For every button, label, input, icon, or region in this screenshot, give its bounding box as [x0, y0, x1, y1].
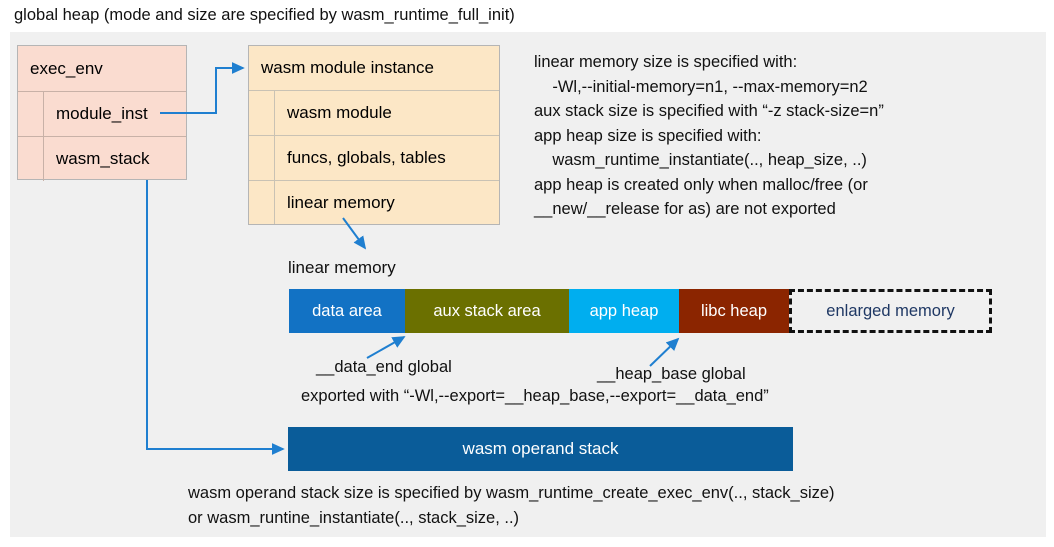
funcs-globals-tables-label: funcs, globals, tables [287, 148, 446, 167]
module-instance-gutter [249, 91, 275, 135]
module-instance-gutter [249, 136, 275, 180]
wasm-module-instance-box: wasm module instance wasm module funcs, … [248, 45, 500, 225]
memory-segment-enlarged-memory: enlarged memory [789, 289, 992, 333]
exec-env-field-module-inst: module_inst [18, 92, 186, 137]
module-instance-field-wasm-module: wasm module [249, 91, 499, 136]
linear-memory-label: linear memory [288, 258, 396, 277]
bottom-note-text: wasm operand stack size is specified by … [188, 484, 835, 527]
wasm-module-label: wasm module [287, 103, 392, 122]
wasm-operand-stack-label: wasm operand stack [462, 439, 619, 458]
module-instance-field-linear-memory: linear memory [249, 181, 499, 224]
module-instance-field-funcs-globals-tables: funcs, globals, tables [249, 136, 499, 181]
memory-segment-label: enlarged memory [826, 301, 955, 320]
exec-env-gutter [18, 137, 44, 181]
module-instance-title: wasm module instance [261, 58, 434, 77]
wasm-stack-label: wasm_stack [56, 149, 150, 168]
notes-text: linear memory size is specified with: -W… [534, 53, 884, 218]
linear-memory-field-label: linear memory [287, 192, 395, 212]
module-instance-gutter [249, 181, 275, 224]
memory-segment-label: libc heap [700, 301, 768, 320]
annotation-heap-base: __heap_base global [597, 365, 746, 383]
memory-segment-data-area: data area [289, 289, 405, 333]
module-inst-label: module_inst [56, 104, 148, 123]
memory-segment-aux-stack-area: aux stack area [405, 289, 569, 333]
exec-env-title: exec_env [30, 58, 103, 78]
memory-segment-app-heap: app heap [569, 289, 679, 333]
memory-segment-label: aux stack area [433, 301, 541, 320]
wasm-operand-stack-bar: wasm operand stack [288, 427, 793, 471]
page-title: global heap (mode and size are specified… [14, 6, 515, 24]
linear-memory-bar: data area aux stack area app heap libc heap… [289, 289, 992, 333]
memory-segment-libc-heap: libc heap [679, 289, 789, 333]
exec-env-box: exec_env module_inst wasm_stack [17, 45, 187, 181]
annotation-exported-with: exported with “-Wl,--export=__heap_base,… [301, 387, 769, 405]
exec-env-field-wasm-stack: wasm_stack [18, 137, 186, 181]
annotation-data-end: __data_end global [316, 358, 452, 376]
exec-env-gutter [18, 92, 44, 136]
memory-segment-label: app heap [589, 301, 659, 320]
memory-segment-label: data area [312, 301, 382, 320]
module-instance-header-row: wasm module instance [249, 46, 499, 91]
exec-env-header-row: exec_env [18, 46, 186, 92]
